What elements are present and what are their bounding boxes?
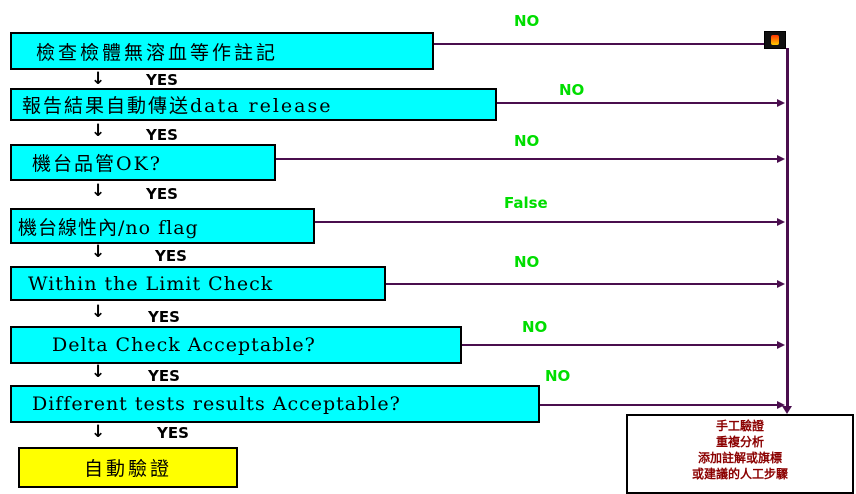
connector-line (434, 43, 766, 45)
step-delta-check-label: Delta Check Acceptable? (52, 334, 316, 356)
no-label: NO (522, 318, 548, 336)
yes-label: YES (148, 308, 180, 326)
arrowhead-icon (777, 155, 785, 163)
arrowhead-down-icon (782, 406, 792, 414)
manual-verification-box: 手工驗證 重複分析 添加註解或旗標 或建議的人工步驟 (626, 414, 854, 494)
connector-line (386, 283, 777, 285)
yes-label: YES (155, 247, 187, 265)
down-arrow-icon: ↓ (91, 69, 106, 89)
arrowhead-icon (777, 218, 785, 226)
manual-line: 添加註解或旗標 (697, 451, 782, 465)
arrowhead-icon (777, 280, 785, 288)
yes-label: YES (148, 367, 180, 385)
false-label: False (504, 194, 548, 212)
step-qc-ok-label: 機台品管OK? (32, 153, 162, 175)
no-label: NO (514, 12, 540, 30)
step-different-tests: Different tests results Acceptable? (10, 385, 540, 423)
manual-line: 重複分析 (715, 435, 764, 449)
step-linearity-label: 機台線性內/no flag (18, 216, 199, 239)
no-label: NO (514, 253, 540, 271)
arrowhead-icon (777, 401, 785, 409)
step-different-tests-label: Different tests results Acceptable? (32, 393, 401, 415)
vertical-connector (786, 48, 789, 406)
step-limit-check-label: Within the Limit Check (28, 272, 274, 295)
step-delta-check: Delta Check Acceptable? (10, 326, 462, 364)
yes-label: YES (146, 71, 178, 89)
step-limit-check: Within the Limit Check (10, 266, 386, 301)
final-step-label: 自動驗證 (83, 458, 172, 480)
step-qc-ok: 機台品管OK? (10, 144, 276, 181)
connector-line (276, 158, 777, 160)
step-check-specimen: 檢查檢體無溶血等作註記 (10, 32, 434, 70)
down-arrow-icon: ↓ (91, 181, 106, 201)
manual-line: 手工驗證 (715, 419, 764, 433)
manual-line: 或建議的人工步驟 (691, 467, 788, 481)
arrowhead-icon (777, 99, 785, 107)
connector-line (462, 344, 777, 346)
step-data-release: 報告結果自動傳送data release (10, 88, 497, 121)
no-label: NO (559, 81, 585, 99)
step-linearity: 機台線性內/no flag (10, 208, 315, 244)
step-data-release-label: 報告結果自動傳送data release (22, 95, 333, 117)
yes-label: YES (146, 185, 178, 203)
connector-line (540, 404, 777, 406)
down-arrow-icon: ↓ (91, 362, 106, 382)
warning-light-icon (764, 31, 786, 49)
arrowhead-icon (777, 341, 785, 349)
down-arrow-icon: ↓ (91, 242, 106, 262)
connector-line (497, 102, 777, 104)
down-arrow-icon: ↓ (91, 422, 106, 442)
no-label: NO (545, 367, 571, 385)
connector-line (315, 221, 777, 223)
yes-label: YES (146, 126, 178, 144)
down-arrow-icon: ↓ (91, 302, 106, 322)
yes-label: YES (157, 424, 189, 442)
no-label: NO (514, 132, 540, 150)
down-arrow-icon: ↓ (91, 121, 106, 141)
step-check-specimen-label: 檢查檢體無溶血等作註記 (36, 41, 279, 64)
final-step-auto-verify: 自動驗證 (18, 447, 238, 488)
